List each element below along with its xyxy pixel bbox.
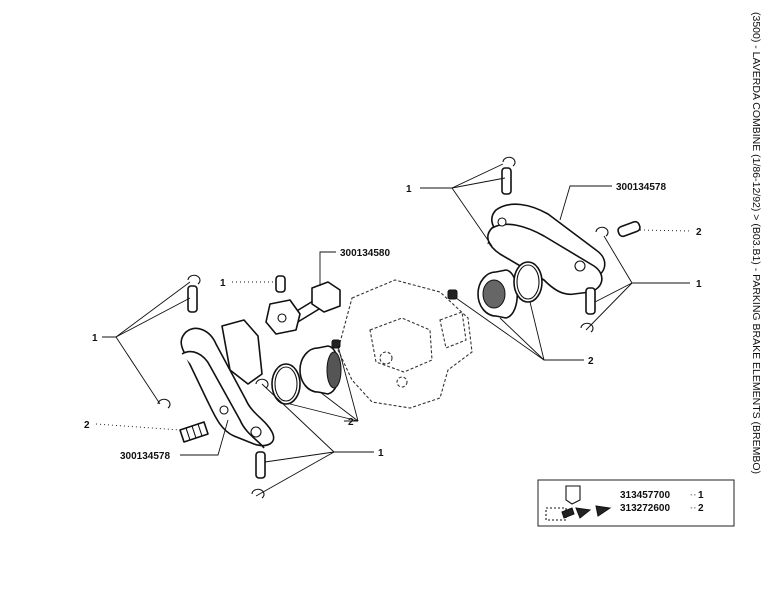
callout-2-left-screw: 2	[84, 420, 90, 431]
right-small-pin	[617, 220, 641, 238]
left-lever	[180, 327, 275, 449]
part-number-right-lever: 300134578	[616, 182, 666, 193]
callout-1-adjuster: 1	[220, 278, 226, 289]
callout-2-left-piston: 2	[348, 417, 354, 428]
svg-text:··: ··	[690, 490, 697, 501]
left-mid-circlip	[255, 378, 269, 389]
left-bottom-circlip	[251, 488, 265, 499]
left-screw	[179, 421, 209, 443]
part-number-adjuster: 300134580	[340, 248, 390, 259]
diagram-title: (3500) - LAVERDA COMBINE (1/86-12/92) > …	[750, 12, 762, 474]
callout-2-right-piston: 2	[588, 356, 594, 367]
right-lower-pin	[585, 287, 596, 315]
left-piston	[299, 345, 342, 395]
part-number-left-lever: 300134578	[120, 451, 170, 462]
right-piston	[477, 269, 518, 319]
right-plug	[447, 289, 458, 300]
right-top-circlip	[502, 156, 516, 167]
legend-ref-2: 2	[698, 503, 704, 514]
callout-2-right-pin: 2	[696, 227, 702, 238]
right-small-circlip	[595, 226, 609, 237]
adjuster-assembly	[265, 275, 341, 349]
left-bottom-pin	[255, 451, 266, 479]
right-lever	[487, 203, 606, 296]
callout-1-bottom-left: 1	[378, 448, 384, 459]
legend-part-2: 313272600	[620, 503, 670, 514]
kit-icon	[545, 485, 612, 521]
right-seal-ring	[513, 261, 543, 303]
left-assembly	[157, 274, 342, 499]
right-assembly	[447, 156, 641, 333]
callout-labels: 1 300134578 2 1 2 300134580 1 1 2 300134…	[84, 182, 702, 462]
caliper-body	[337, 279, 473, 409]
callout-1-right: 1	[696, 279, 702, 290]
diagram-title-text: (3500) - LAVERDA COMBINE (1/86-12/92) > …	[750, 12, 762, 474]
legend-part-1: 313457700	[620, 490, 670, 501]
callout-1-left: 1	[92, 333, 98, 344]
legend-ref-1: 1	[698, 490, 704, 501]
left-top-pin	[187, 285, 198, 313]
kit-legend: 313457700 ·· 1 313272600 ·· 2	[537, 479, 735, 527]
left-seal-ring	[271, 363, 301, 405]
leader-lines	[95, 163, 691, 497]
right-top-pin	[501, 167, 512, 195]
left-top-circlip	[187, 274, 201, 285]
svg-text:··: ··	[690, 503, 697, 514]
callout-1-top-right: 1	[406, 184, 412, 195]
